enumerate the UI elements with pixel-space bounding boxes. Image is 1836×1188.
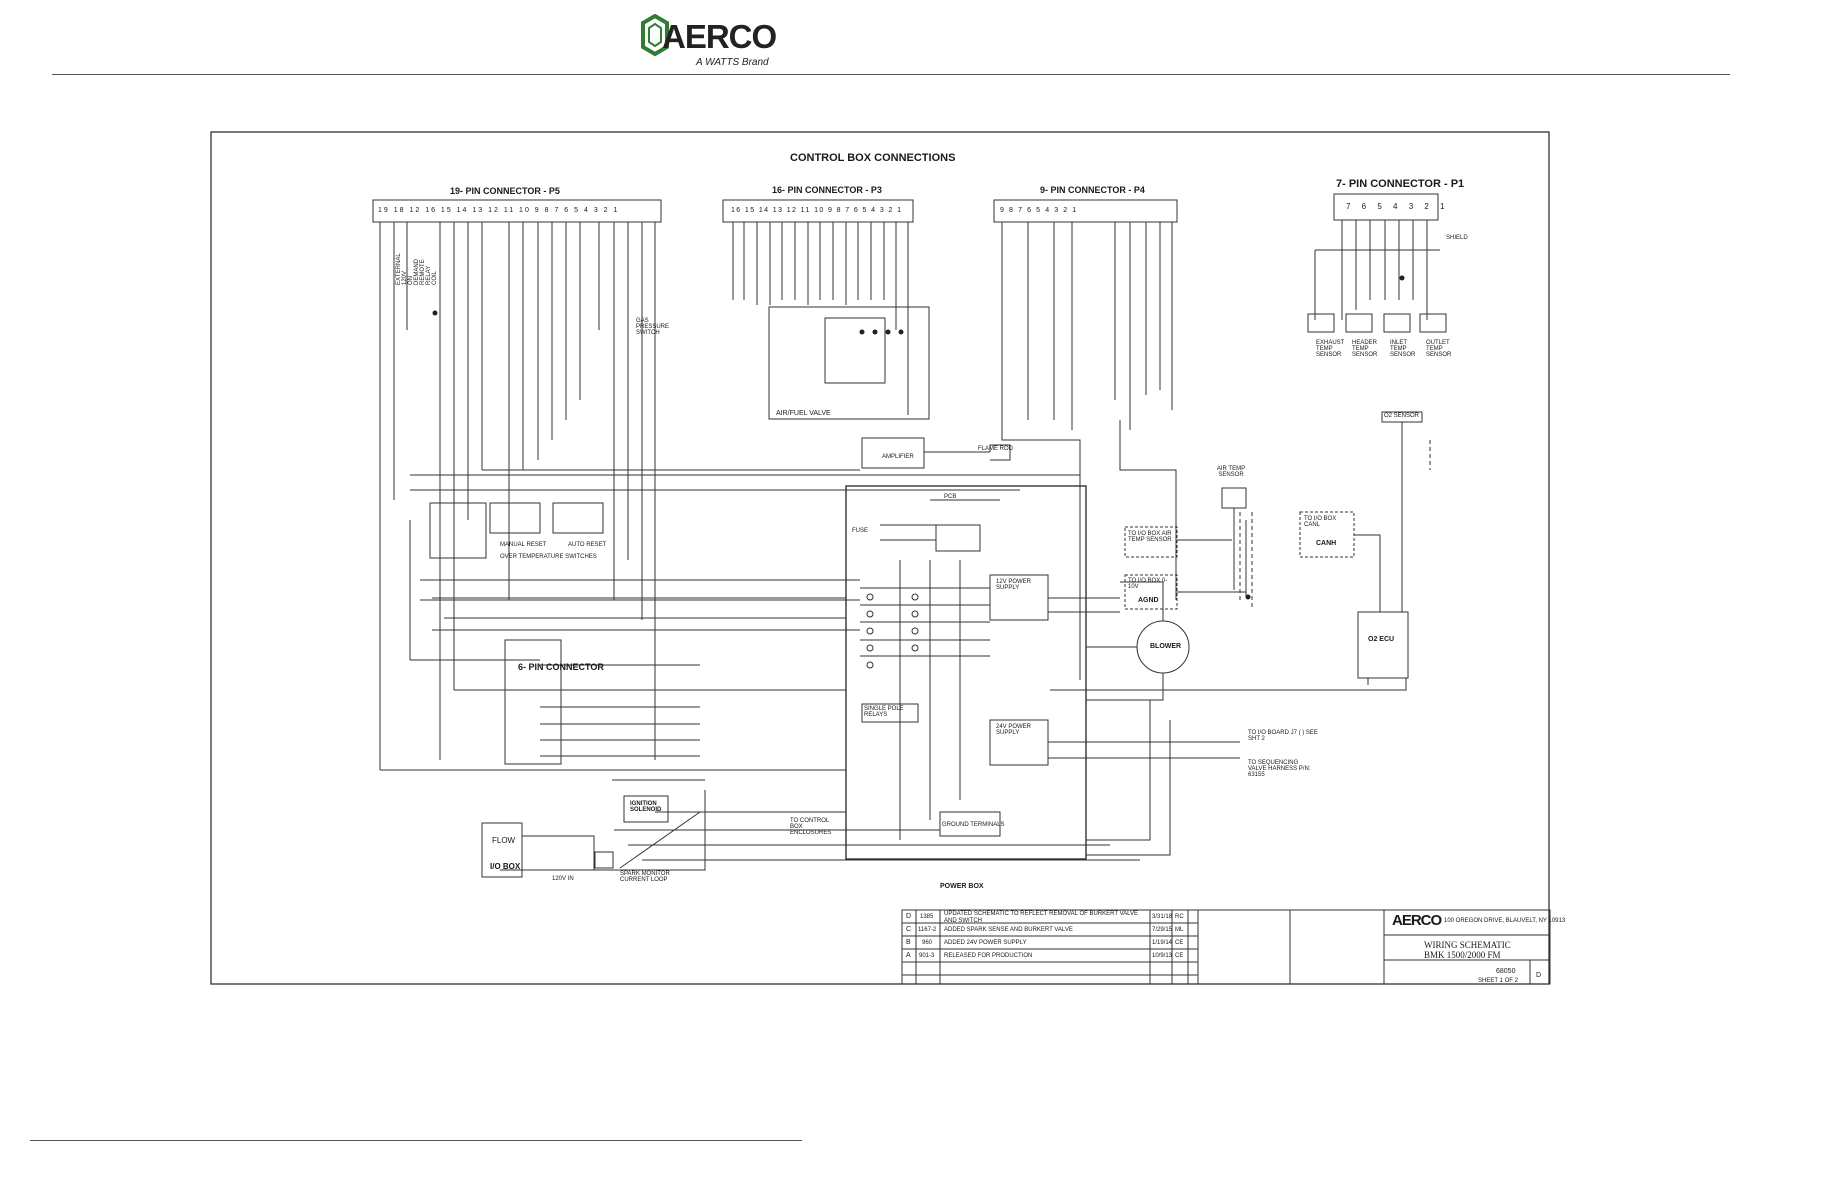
rev-a-by: CE (1175, 953, 1184, 959)
rev-d-desc: UPDATED SCHEMATIC TO REFLECT REMOVAL OF … (944, 911, 1139, 924)
spark-monitor-label: SPARK MONITOR CURRENT LOOP (620, 871, 670, 883)
drawing-title-line2: BMK 1500/2000 FM (1424, 950, 1501, 960)
rev-b-desc: ADDED 24V POWER SUPPLY (944, 940, 1027, 946)
rev-d-by: RC (1175, 914, 1184, 920)
rev-d-letter: D (906, 913, 912, 920)
io-box-label: I/O BOX (490, 862, 521, 871)
rev-a-letter: A (906, 952, 911, 959)
canh-box-label: TO I/O BOX CANL (1304, 516, 1337, 528)
io-120v-label: 120V IN (552, 876, 574, 882)
over-temp-label: OVER TEMPERATURE SWITCHES (500, 554, 597, 560)
power-box-frame (845, 485, 1087, 860)
power-box-label: POWER BOX (940, 883, 984, 890)
rev-c-date: 7/29/15 (1152, 927, 1173, 933)
ignition-solenoid-box (623, 795, 669, 823)
manual-reset-label: MANUAL RESET (500, 542, 547, 548)
p5-label: 19- PIN CONNECTOR - P5 (450, 186, 560, 196)
ground-terminals-label: GROUND TERMINALS (942, 822, 1005, 828)
title-block-brand: AERCO (1392, 912, 1442, 929)
flame-rod-label: FLAME ROD (978, 446, 1014, 452)
connector-p3-box (722, 199, 914, 223)
over-temp-box (429, 502, 487, 559)
shield-label: SHIELD (1446, 235, 1468, 241)
brand-tagline: A WATTS Brand (696, 57, 769, 68)
rev-a-ecn: 901-3 (919, 953, 935, 959)
agnd-label: AGND (1138, 597, 1159, 604)
title-block-address: 100 OREGON DRIVE, BLAUVELT, NY 10913 (1444, 918, 1566, 924)
rev-c-by: ML (1175, 927, 1184, 933)
rev-b-by: CE (1175, 940, 1184, 946)
connector-p4-box (993, 199, 1178, 223)
rev-b-date: 1/19/14 (1152, 940, 1173, 946)
gas-pressure-label: GAS PRESSURE SWITCH (636, 318, 670, 336)
connector-p5-box (372, 199, 662, 223)
to-io-board-label: TO I/O BOARD J7 ( ) SEE SHT 2 (1248, 730, 1318, 742)
remote-relay-label: EXTERNAL 120V ON DEMAND REMOTE RELAY COI… (396, 253, 438, 285)
six-pin-connector-box (504, 639, 562, 765)
title-block (901, 909, 1551, 985)
air-fuel-valve-box (768, 306, 930, 420)
drawing-title: CONTROL BOX CONNECTIONS (790, 152, 956, 164)
aerco-logo: AERCO A WATTS Brand (640, 14, 777, 70)
p3-label: 16- PIN CONNECTOR - P3 (772, 185, 882, 195)
ag-box-label: TO I/O BOX 0-10V (1128, 578, 1168, 590)
relay-label: SINGLE POLE RELAYS (864, 706, 904, 718)
connector-p1-box (1333, 193, 1439, 221)
drawing-frame (210, 131, 1550, 985)
header-rule (52, 74, 1730, 75)
p5-pins: 19 18 12 16 15 14 13 12 11 10 9 8 7 6 5 … (378, 207, 620, 214)
o2-ecu-label: O2 ECU (1368, 636, 1395, 643)
footer-rule (30, 1140, 802, 1141)
psu-24v-label: 24V POWER SUPPLY (996, 724, 1032, 736)
exhaust-sensor-label: EXHAUST TEMP SENSOR (1316, 340, 1345, 358)
io-flow-label: FLOW (492, 836, 516, 845)
to-control-box-label: TO CONTROL BOX ENCLOSURES (790, 818, 832, 836)
pcb-label: PCB (944, 494, 957, 500)
rev-c-letter: C (906, 926, 912, 933)
p1-label: 7- PIN CONNECTOR - P1 (1336, 178, 1465, 190)
rev-c-ecn: 1167-2 (918, 927, 937, 933)
ignition-solenoid-label: IGNITION SOLENOID (630, 801, 662, 813)
rev-b-ecn: 960 (922, 940, 933, 946)
psu-12v-label: 12V POWER SUPPLY (996, 579, 1032, 591)
rev-b-letter: B (906, 939, 911, 946)
rev-a-desc: RELEASED FOR PRODUCTION (944, 953, 1033, 959)
amplifier-box (861, 437, 925, 469)
blower-label: BLOWER (1150, 643, 1182, 650)
o2-sensor-label: O2 SENSOR (1384, 413, 1420, 419)
brand-name: AERCO (662, 18, 777, 55)
drawing-title-line1: WIRING SCHEMATIC (1424, 940, 1511, 950)
p1-pins: 7 6 5 4 3 2 1 (1346, 202, 1449, 211)
rev-d-date: 3/31/18 (1152, 914, 1173, 920)
rev-c-desc: ADDED SPARK SENSE AND BURKERT VALVE (944, 927, 1073, 933)
air-fuel-valve-label: AIR/FUEL VALVE (776, 410, 831, 417)
p4-label: 9- PIN CONNECTOR - P4 (1040, 185, 1145, 195)
io-box (481, 822, 523, 878)
fuse-label: FUSE (852, 528, 869, 534)
p3-pins: 16 15 14 13 12 11 10 9 8 7 6 5 4 3 2 1 (731, 207, 903, 214)
drawing-rev: D (1536, 972, 1542, 979)
rev-d-ecn: 1385 (920, 914, 934, 920)
air-temp-sensor-label: AIR TEMP SENSOR (1216, 466, 1246, 478)
six-pin-label: 6- PIN CONNECTOR (518, 662, 604, 672)
amplifier-label: AMPLIFIER (882, 454, 914, 460)
canh-label: CANH (1316, 540, 1337, 547)
aerco-hex-icon (641, 14, 669, 57)
drawing-number: 68050 (1496, 968, 1516, 975)
to-seq-valve-label: TO SEQUENCING VALVE HARNESS P/N: 63155 (1248, 760, 1311, 778)
p4-pins: 9 8 7 6 5 4 3 2 1 (1000, 207, 1078, 214)
header-sensor-label: HEADER TEMP SENSOR (1352, 340, 1378, 358)
o2-ecu-box (1357, 611, 1409, 679)
rev-a-date: 10/9/13 (1152, 953, 1173, 959)
auto-reset-label: AUTO RESET (568, 542, 607, 548)
outlet-sensor-label: OUTLET TEMP SENSOR (1426, 340, 1452, 358)
air-temp-box-label: TO I/O BOX AIR TEMP SENSOR (1128, 531, 1172, 543)
inlet-sensor-label: INLET TEMP SENSOR (1390, 340, 1416, 358)
sheet-number: SHEET 1 OF 2 (1478, 978, 1518, 984)
